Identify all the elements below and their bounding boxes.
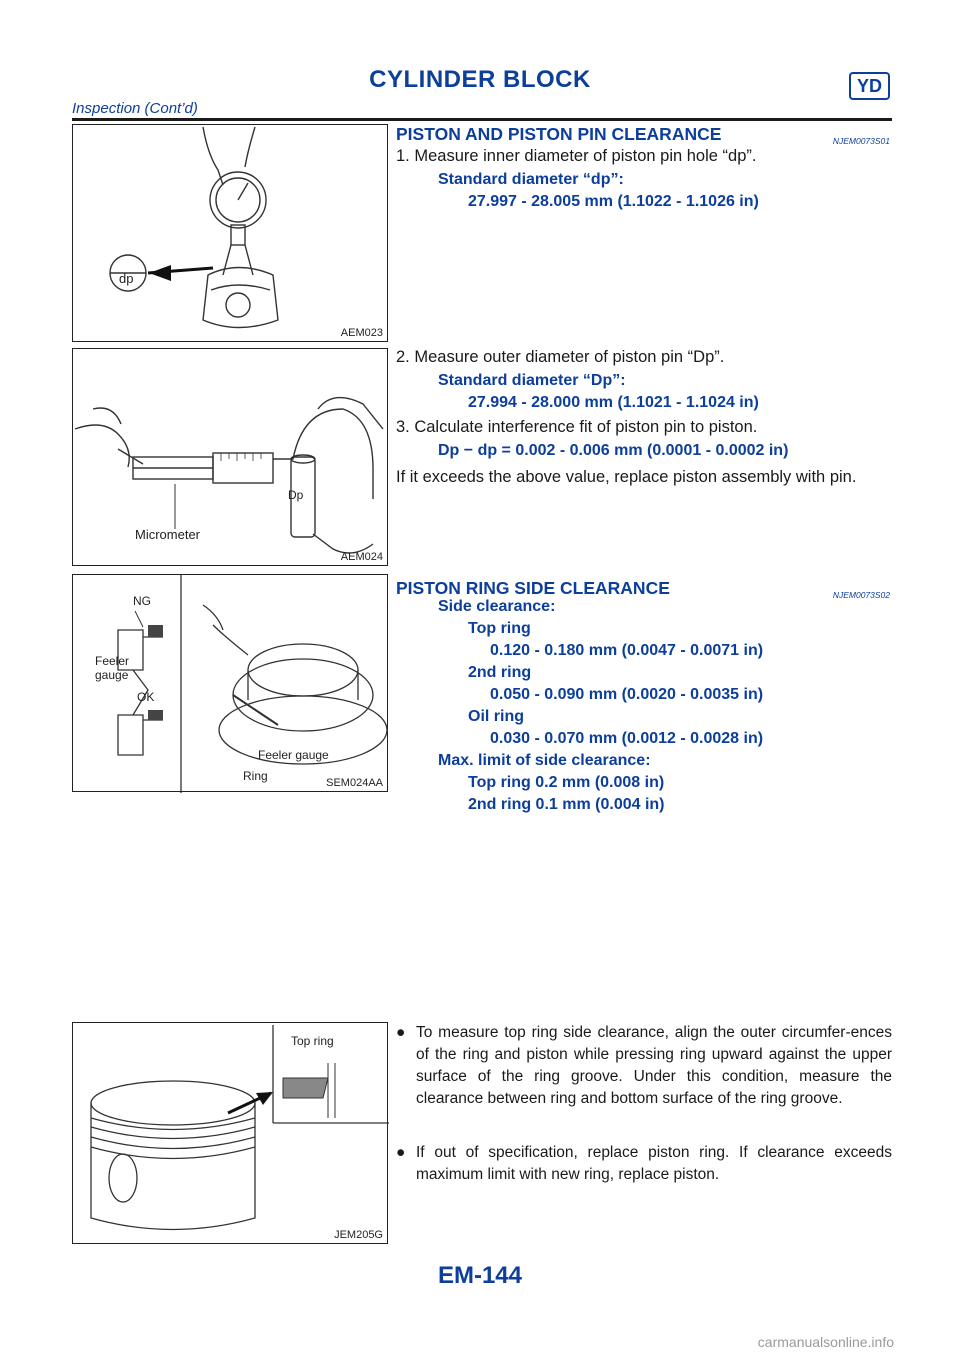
fig4-top-ring-label: Top ring xyxy=(291,1034,334,1048)
section-code: NJEM0073S02 xyxy=(832,590,890,600)
figure-id: SEM024AA xyxy=(326,777,383,789)
micrometer-illustration: Micrometer Dp xyxy=(74,396,384,554)
fig2-micrometer-label: Micrometer xyxy=(135,527,201,542)
oil-ring-value: 0.030 - 0.070 mm (0.0012 - 0.0028 in) xyxy=(490,730,764,747)
fig3-feeler-label-2: gauge xyxy=(95,668,129,682)
std-dp-value: 27.997 - 28.005 mm (1.1022 - 1.1026 in) xyxy=(468,193,759,210)
max-second-ring: 2nd ring 0.1 mm (0.004 in) xyxy=(468,796,665,813)
section-heading-piston-pin-clearance: PISTON AND PISTON PIN CLEARANCE xyxy=(396,124,722,144)
figure-ring-side-clearance: NG Feeler gauge OK Feeler gauge Ring SEM… xyxy=(72,574,388,793)
fig3-feeler-gauge-label: Feeler gauge xyxy=(258,748,329,762)
figure-piston-pin-hole: dp AEM023 xyxy=(72,124,388,342)
step-3: 3. Calculate interference fit of piston … xyxy=(396,418,758,436)
second-ring-label: 2nd ring xyxy=(468,664,532,681)
std-dp-label: Standard diameter “dp”: xyxy=(438,171,624,188)
replace-note: If it exceeds the above value, replace p… xyxy=(396,468,857,486)
fig3-ok-label: OK xyxy=(137,690,154,704)
engine-badge: YD xyxy=(848,72,890,100)
bullet-marker: ● xyxy=(396,1024,406,1041)
bullet-text: To measure top ring side clearance, alig… xyxy=(416,1024,892,1107)
std-Dp-value: 27.994 - 28.000 mm (1.1021 - 1.1024 in) xyxy=(468,394,759,411)
bullet-text: If out of specification, replace piston … xyxy=(416,1144,892,1183)
oil-ring-label: Oil ring xyxy=(468,708,524,725)
fig2-dp-label: Dp xyxy=(288,488,304,502)
step-1: 1. Measure inner diameter of piston pin … xyxy=(396,147,757,165)
bullet-marker: ● xyxy=(396,1144,406,1161)
interference-formula: Dp − dp = 0.002 - 0.006 mm (0.0001 - 0.0… xyxy=(438,442,789,459)
page-number: EM-144 xyxy=(437,1262,523,1289)
section-heading-ring-side-clearance: PISTON RING SIDE CLEARANCE xyxy=(396,578,670,598)
header-divider xyxy=(72,118,892,121)
figure-top-ring-groove: Top ring JEM205G xyxy=(72,1022,389,1244)
page-title: CYLINDER BLOCK xyxy=(369,66,591,93)
second-ring-value: 0.050 - 0.090 mm (0.0020 - 0.0035 in) xyxy=(490,686,764,703)
std-Dp-label: Standard diameter “Dp”: xyxy=(438,372,626,389)
section-code: NJEM0073S01 xyxy=(832,136,890,146)
max-limit-label: Max. limit of side clearance: xyxy=(438,752,651,769)
top-ring-groove-illustration: Top ring xyxy=(90,1025,389,1231)
side-clearance-label: Side clearance: xyxy=(438,598,556,615)
fig3-ng-label: NG xyxy=(133,594,151,608)
figure-id: JEM205G xyxy=(334,1229,383,1241)
figure-id: AEM024 xyxy=(340,551,383,563)
bullet-item-measure: ● To measure top ring side clearance, al… xyxy=(396,1022,892,1110)
max-top-ring: Top ring 0.2 mm (0.008 in) xyxy=(468,774,665,791)
watermark: carmanualsonline.info xyxy=(757,1334,894,1350)
bullet-item-replace: ● If out of specification, replace pisto… xyxy=(396,1142,892,1186)
figure-piston-pin-micrometer: Micrometer Dp AEM024 xyxy=(72,348,388,566)
fig3-feeler-label-1: Feeler xyxy=(95,654,129,668)
fig3-ring-label: Ring xyxy=(243,769,268,783)
step-2: 2. Measure outer diameter of piston pin … xyxy=(396,348,725,366)
fig1-dp-label: dp xyxy=(119,271,133,286)
top-ring-value: 0.120 - 0.180 mm (0.0047 - 0.0071 in) xyxy=(490,642,764,659)
ring-side-clearance-illustration: NG Feeler gauge OK Feeler gauge Ring xyxy=(95,575,388,793)
figure-id: AEM023 xyxy=(340,327,383,339)
top-ring-label: Top ring xyxy=(468,620,531,637)
piston-pin-hole-illustration: dp xyxy=(109,126,279,329)
page-subtitle: Inspection (Cont’d) xyxy=(72,100,198,117)
